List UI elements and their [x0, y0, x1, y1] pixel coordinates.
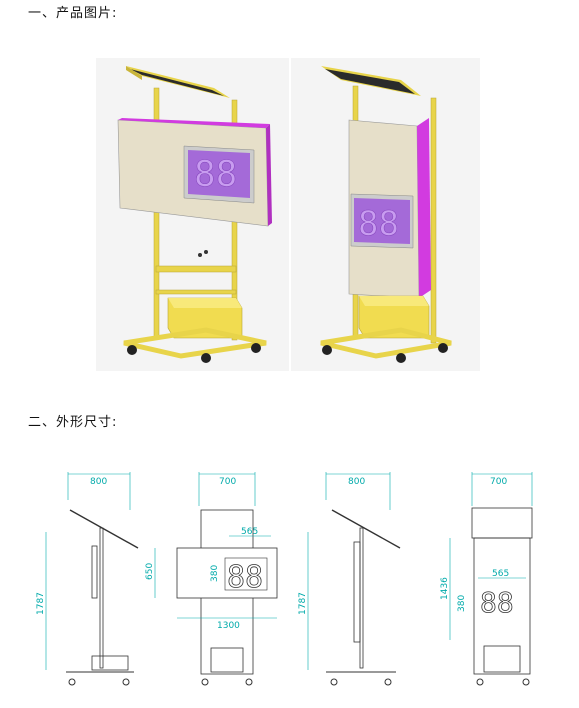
dim-width-label: 800: [90, 477, 107, 487]
dim-width-label: 800: [348, 477, 365, 487]
svg-text:88: 88: [358, 204, 399, 244]
dim-panel-width-label: 1300: [217, 621, 240, 631]
product-image-angle: 88: [291, 58, 480, 371]
product-image-front: 88: [96, 58, 289, 371]
svg-text:88: 88: [227, 560, 263, 595]
section-title-dimensions: 二、外形尺寸:: [28, 415, 118, 430]
dim-digit-height-label: 380: [210, 565, 220, 582]
dimension-drawing-side-1: 800 1787: [30, 470, 145, 699]
dimension-drawing-side-2: 800 1787: [296, 470, 411, 699]
dimension-drawing-front-1: 700 650 1300 565 380 88: [145, 470, 285, 699]
dim-width-label: 700: [490, 477, 507, 487]
dim-height-label: 1787: [36, 592, 46, 615]
section-title-product-images: 一、产品图片:: [28, 6, 118, 21]
dim-height-label: 1787: [298, 592, 308, 615]
dim-height-label: 1436: [440, 577, 450, 600]
svg-text:88: 88: [480, 586, 514, 619]
svg-text:88: 88: [194, 154, 237, 195]
dimension-drawing-front-2: 700 1436 565 380 88: [440, 470, 550, 699]
dim-width-label: 700: [219, 477, 236, 487]
dim-digit-height-label: 380: [457, 595, 467, 612]
dim-panel-height-label: 650: [145, 563, 155, 580]
dim-digit-width-label: 565: [492, 569, 509, 579]
dim-digit-width-label: 565: [241, 527, 258, 537]
